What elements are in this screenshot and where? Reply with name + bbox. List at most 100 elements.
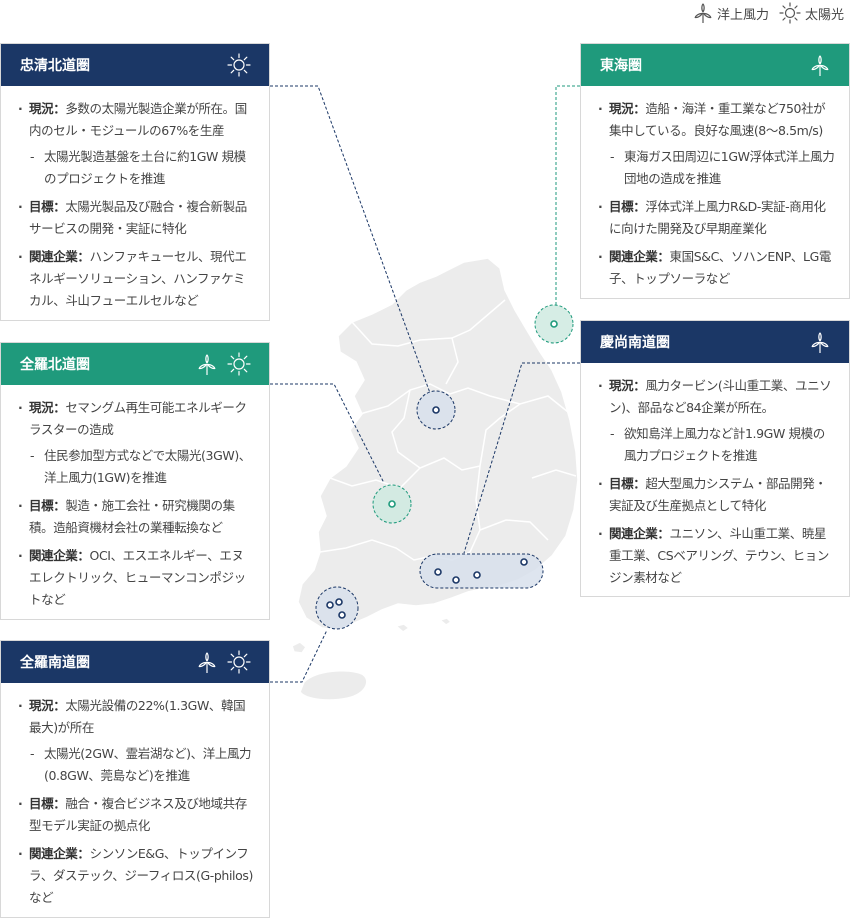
- panel-icons: [800, 54, 831, 76]
- sun-icon: [227, 352, 251, 376]
- sun-icon: [227, 53, 251, 77]
- panel-title: 東海圏: [600, 58, 642, 74]
- panel-title: 全羅南道圏: [20, 655, 90, 671]
- wind-turbine-icon: [694, 3, 712, 23]
- companies-row: 関連企業：ハンファキューセル、現代エネルギーソリューション、ハンファケミカル、斗…: [18, 246, 255, 312]
- companies-text: OCI、エスエネルギー、エヌエレクトリック、ヒューマンコンポジットなど: [29, 548, 246, 607]
- status-text: 風力タービン(斗山重工業、ユニソン)、部品など84企業が所在。: [609, 378, 832, 415]
- area-jeonbuk: [372, 484, 412, 524]
- goal-text: 浮体式洋上風力R&D-実証-商用化に向けた開発及び早期産業化: [609, 199, 826, 236]
- goal-text: 超大型風力システム・部品開発・実証及び生産拠点として特化: [609, 476, 827, 513]
- legend-item-solar: 太陽光: [779, 2, 844, 24]
- status-text: セマングム再生可能エネルギークラスターの造成: [29, 400, 247, 437]
- goal-text: 太陽光製品及び融合・複合新製品サービスの開発・実証に特化: [29, 199, 247, 236]
- status-row: 現況：セマングム再生可能エネルギークラスターの造成: [18, 397, 255, 441]
- goal-text: 製造・施工会社・研究機関の集積。造船資機材会社の業種転換など: [29, 498, 235, 535]
- island-sw1: [291, 641, 307, 654]
- panel-donghae: 東海圏現況：造船・海洋・重工業など750社が集中している。良好な風速(8～8.5…: [580, 43, 850, 299]
- status-label: 現況：: [29, 101, 66, 116]
- wind-turbine-icon: [809, 331, 831, 353]
- panel-header: 全羅南道圏: [1, 641, 269, 683]
- goal-row: 目標：製造・施工会社・研究機関の集積。造船資機材会社の業種転換など: [18, 495, 255, 539]
- panel-gyeongnam: 慶尚南道圏現況：風力タービン(斗山重工業、ユニソン)、部品など84企業が所在。欲…: [580, 320, 850, 597]
- panel-chungbuk: 忠清北道圏現況：多数の太陽光製造企業が所在。国内のセル・モジュールの67%を生産…: [0, 43, 270, 321]
- legend-solar-label: 太陽光: [804, 7, 844, 23]
- goal-row: 目標：融合・複合ビジネス及び地域共存型モデル実証の拠点化: [18, 793, 255, 837]
- status-text: 多数の太陽光製造企業が所在。国内のセル・モジュールの67%を生産: [29, 101, 247, 138]
- status-label: 現況：: [609, 101, 646, 116]
- companies-label: 関連企業：: [29, 249, 90, 264]
- goal-text: 融合・複合ビジネス及び地域共存型モデル実証の拠点化: [29, 796, 247, 833]
- legend: 洋上風力 太陽光: [683, 2, 844, 24]
- area-gyeongnam: [419, 553, 544, 589]
- goal-row: 目標：超大型風力システム・部品開発・実証及び生産拠点として特化: [598, 473, 835, 517]
- panel-header: 全羅北道圏: [1, 343, 269, 385]
- area-jeonnam: [315, 586, 359, 630]
- site-marker: [520, 558, 528, 566]
- status-label: 現況：: [29, 400, 66, 415]
- panel-icons: [187, 352, 251, 376]
- jeju-island: [299, 669, 368, 701]
- companies-row: 関連企業：ユニソン、斗山重工業、暁星重工業、CSベアリング、テウン、ヒョンジン素…: [598, 523, 835, 589]
- companies-row: 関連企業：東国S&C、ソハンENP、LG電子、トップソーラなど: [598, 246, 835, 290]
- status-subitem: 欲知島洋上風力など計1.9GW 規模の風力プロジェクトを推進: [598, 423, 835, 467]
- status-subitem: 太陽光製造基盤を土台に約1GW 規模のプロジェクトを推進: [18, 146, 255, 190]
- status-row: 現況：多数の太陽光製造企業が所在。国内のセル・モジュールの67%を生産: [18, 98, 255, 142]
- wind-turbine-icon: [196, 651, 218, 673]
- companies-row: 関連企業：OCI、エスエネルギー、エヌエレクトリック、ヒューマンコンポジットなど: [18, 545, 255, 611]
- companies-text: シンソンE&G、トップインフラ、ダステック、ジーフィロス(G-philos)など: [29, 846, 253, 905]
- status-subitem: 住民参加型方式などで太陽光(3GW)、洋上風力(1GW)を推進: [18, 445, 255, 489]
- connector-donghae: [555, 85, 580, 306]
- panel-jeonbuk: 全羅北道圏現況：セマングム再生可能エネルギークラスターの造成住民参加型方式などで…: [0, 342, 270, 620]
- area-donghae: [534, 304, 574, 344]
- status-label: 現況：: [609, 378, 646, 393]
- connector-chungbuk: [270, 85, 431, 394]
- site-marker: [452, 576, 460, 584]
- panel-icons: [187, 650, 251, 674]
- province-borders: [319, 299, 577, 561]
- panel-body: 現況：多数の太陽光製造企業が所在。国内のセル・モジュールの67%を生産太陽光製造…: [1, 86, 269, 326]
- site-marker: [338, 611, 346, 619]
- site-marker: [550, 320, 558, 328]
- companies-text: ハンファキューセル、現代エネルギーソリューション、ハンファケミカル、斗山フューエ…: [29, 249, 247, 308]
- goal-row: 目標：太陽光製品及び融合・複合新製品サービスの開発・実証に特化: [18, 196, 255, 240]
- panel-title: 全羅北道圏: [20, 357, 90, 373]
- mainland: [297, 257, 579, 631]
- companies-row: 関連企業：シンソンE&G、トップインフラ、ダステック、ジーフィロス(G-phil…: [18, 843, 255, 909]
- panel-body: 現況：太陽光設備の22%(1.3GW、韓国最大)が所在太陽光(2GW、霊岩湖など…: [1, 683, 269, 923]
- companies-text: ユニソン、斗山重工業、暁星重工業、CSベアリング、テウン、ヒョンジン素材など: [609, 526, 829, 585]
- legend-wind-label: 洋上風力: [716, 7, 769, 23]
- goal-label: 目標：: [609, 476, 646, 491]
- panel-body: 現況：風力タービン(斗山重工業、ユニソン)、部品など84企業が所在。欲知島洋上風…: [581, 363, 849, 603]
- panel-title: 忠清北道圏: [20, 58, 90, 74]
- site-marker: [432, 406, 440, 414]
- goal-label: 目標：: [29, 796, 66, 811]
- site-marker: [335, 598, 343, 606]
- panel-header: 慶尚南道圏: [581, 321, 849, 363]
- site-marker: [326, 601, 334, 609]
- site-marker: [388, 500, 396, 508]
- companies-label: 関連企業：: [29, 548, 90, 563]
- status-row: 現況：風力タービン(斗山重工業、ユニソン)、部品など84企業が所在。: [598, 375, 835, 419]
- status-row: 現況：造船・海洋・重工業など750社が集中している。良好な風速(8～8.5m/s…: [598, 98, 835, 142]
- sun-icon: [779, 2, 801, 24]
- goal-label: 目標：: [609, 199, 646, 214]
- companies-label: 関連企業：: [609, 249, 670, 264]
- island-s2: [438, 617, 453, 626]
- site-marker: [434, 568, 442, 576]
- panel-header: 忠清北道圏: [1, 44, 269, 86]
- connector-jeonbuk: [270, 383, 385, 484]
- status-row: 現況：太陽光設備の22%(1.3GW、韓国最大)が所在: [18, 695, 255, 739]
- legend-item-wind: 洋上風力: [693, 3, 769, 23]
- area-chungbuk: [416, 390, 456, 430]
- companies-label: 関連企業：: [609, 526, 670, 541]
- panel-icons: [800, 331, 831, 353]
- connector-lines: [270, 85, 580, 683]
- panel-header: 東海圏: [581, 44, 849, 86]
- connector-gyeongnam: [463, 362, 580, 554]
- goal-row: 目標：浮体式洋上風力R&D-実証-商用化に向けた開発及び早期産業化: [598, 196, 835, 240]
- connector-jeonnam: [270, 629, 328, 683]
- sun-icon: [227, 650, 251, 674]
- goal-label: 目標：: [29, 199, 66, 214]
